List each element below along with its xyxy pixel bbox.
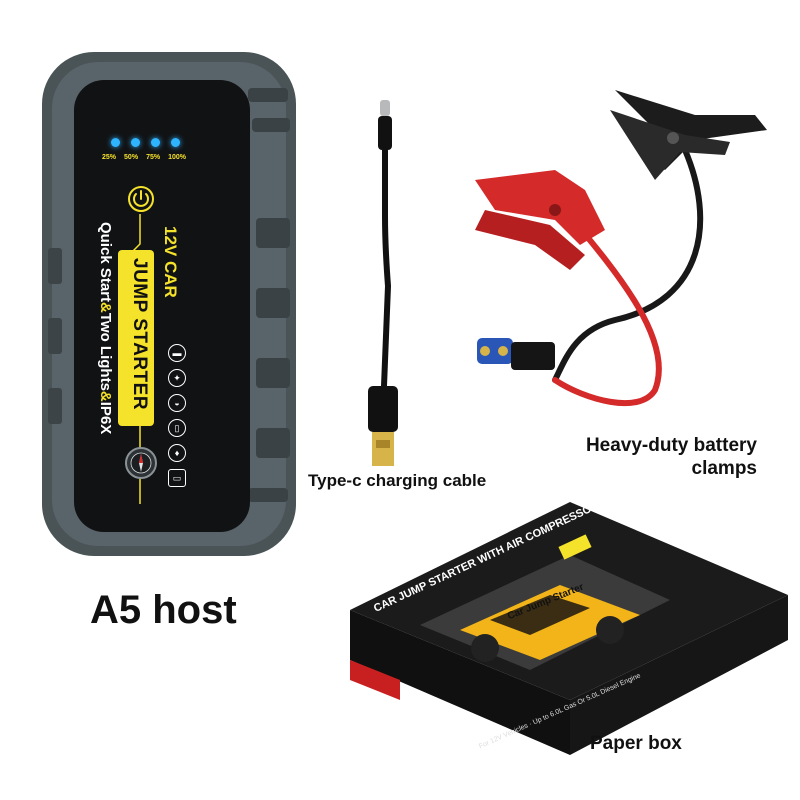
battery-level-label: 75%	[146, 154, 161, 161]
led-indicator	[151, 138, 160, 147]
feature-text: Quick Start&Two Lights&IP6X	[97, 222, 114, 434]
feature-ampersand: &	[97, 302, 114, 313]
paper-box	[350, 502, 788, 755]
product-label-plate	[118, 250, 154, 426]
battery-level-label: 25%	[102, 154, 117, 161]
phone-icon: ▯	[168, 419, 186, 437]
black-clamp	[610, 90, 767, 180]
feature-quick-start: Quick Start	[97, 222, 114, 303]
caption-box: Paper box	[590, 733, 682, 754]
battery-icon: ▭	[168, 469, 186, 487]
product-label: JUMP STARTER	[129, 258, 150, 411]
function-icons: ▬ ✦ ◒ ▯ ♦ ▭	[168, 344, 190, 487]
caption-clamps: Heavy-duty battery clamps	[540, 434, 757, 480]
red-clamp	[475, 170, 605, 270]
ec5-connector	[477, 338, 555, 370]
led-indicator	[131, 138, 140, 147]
battery-led-row	[104, 138, 184, 150]
light-icon: ✦	[168, 369, 186, 387]
led-indicator	[111, 138, 120, 147]
caption-clamps-line1: Heavy-duty battery	[585, 435, 757, 456]
flashlight-icon: ♦	[168, 444, 186, 462]
feature-ip6x: IP6X	[97, 401, 114, 435]
caption-clamps-line2: clamps	[691, 458, 757, 479]
car-icon: ▬	[168, 344, 186, 362]
car-front-icon: ◒	[168, 394, 186, 412]
compass-icon	[125, 447, 157, 479]
voltage-label: 12V CAR	[161, 226, 180, 298]
battery-clamps	[475, 90, 767, 406]
battery-level-labels: 25% 50% 75% 100%	[102, 154, 186, 161]
feature-two-lights: Two Lights	[97, 312, 114, 391]
caption-host: A5 host	[90, 588, 237, 632]
led-indicator	[171, 138, 180, 147]
feature-ampersand: &	[97, 390, 114, 402]
battery-level-label: 50%	[124, 154, 139, 161]
battery-level-label: 100%	[168, 154, 186, 161]
type-c-charging-cable	[368, 100, 398, 466]
power-button[interactable]	[126, 184, 156, 214]
caption-cable: Type-c charging cable	[308, 471, 487, 490]
